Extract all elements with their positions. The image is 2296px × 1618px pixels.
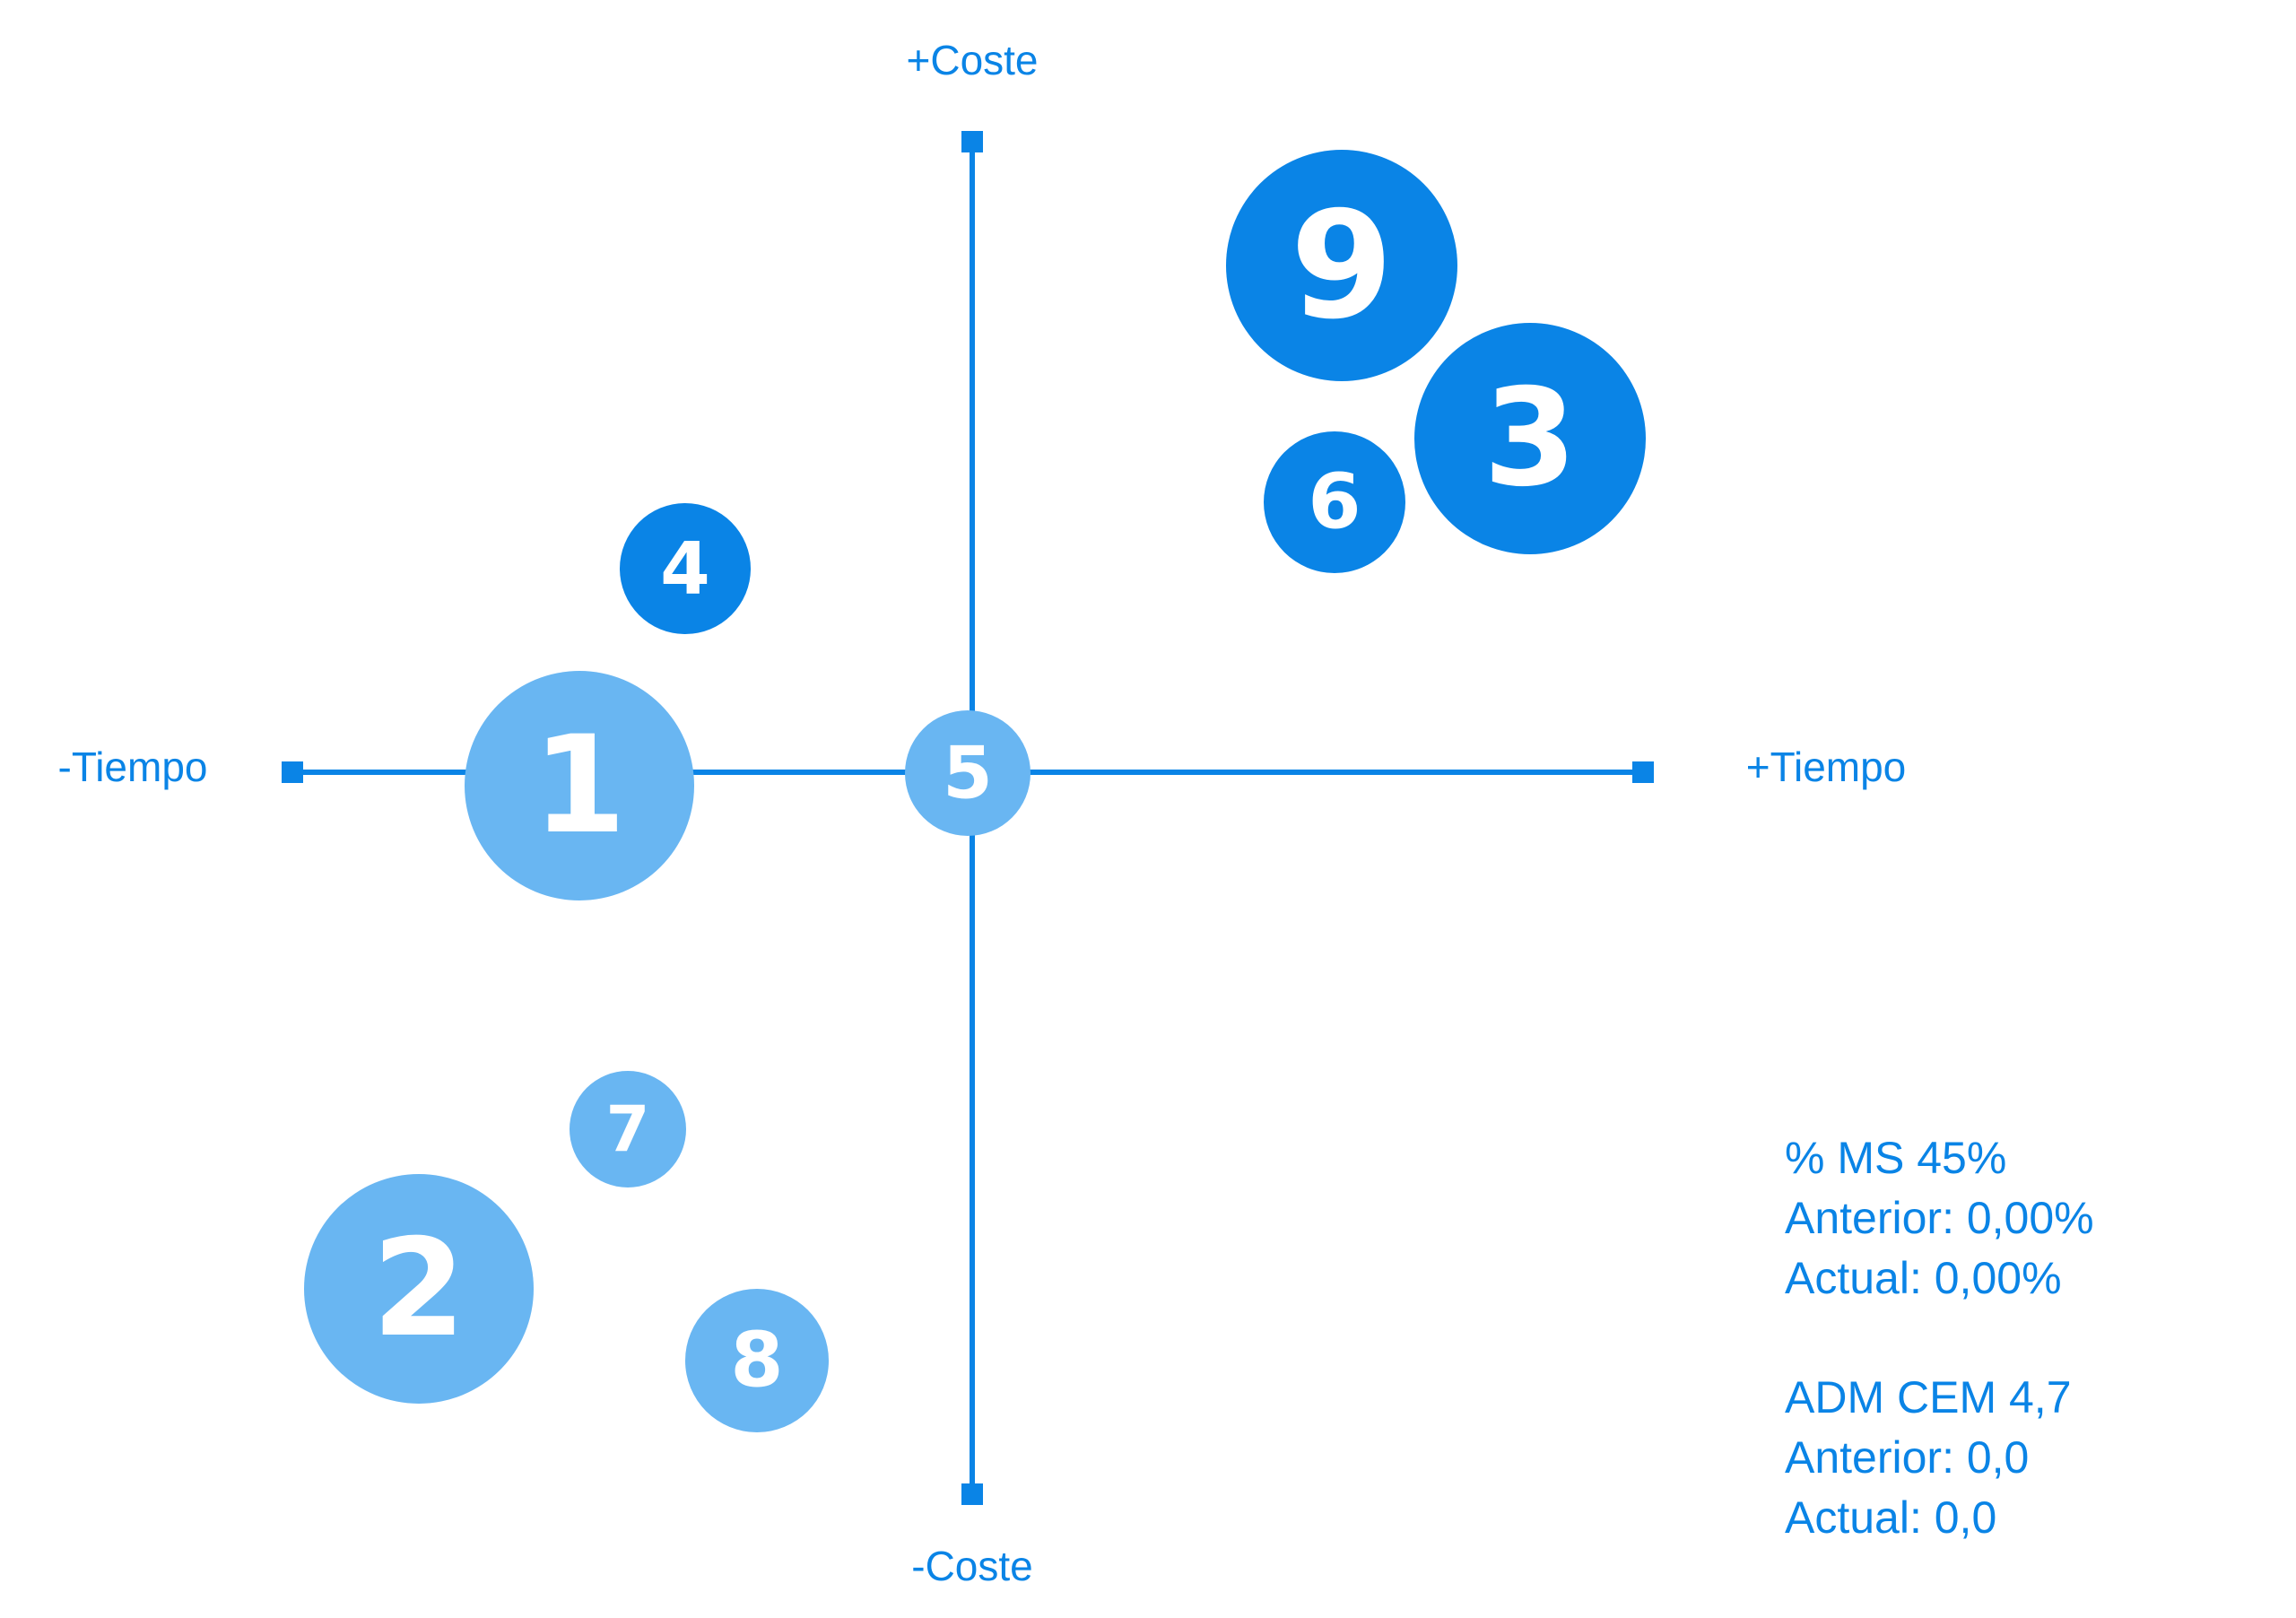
bubble-label-2: 2 <box>372 1211 465 1367</box>
axis-right-endpoint <box>1632 761 1654 783</box>
bubble-9 <box>1226 150 1457 381</box>
bubble-1 <box>465 671 694 900</box>
axis-label-bottom: -Coste <box>911 1543 1032 1589</box>
bubble-2 <box>304 1174 534 1404</box>
bubble-label-1: 1 <box>533 708 626 864</box>
info-ms-anterior: Anterior: 0,00% <box>1785 1193 2094 1243</box>
axis-bottom-endpoint <box>961 1483 983 1505</box>
bubble-label-3: 3 <box>1483 361 1577 517</box>
info-adm-actual: Actual: 0,0 <box>1785 1492 1997 1543</box>
info-adm-anterior: Anterior: 0,0 <box>1785 1432 2030 1483</box>
axis-label-top: +Coste <box>906 37 1038 83</box>
bubbles-group: 1 2 3 4 5 6 7 8 9 <box>304 150 1646 1432</box>
axis-label-left: -Tiempo <box>58 744 208 790</box>
bubble-label-7: 7 <box>606 1092 650 1166</box>
bubble-label-8: 8 <box>730 1317 783 1405</box>
bubble-8 <box>685 1289 829 1432</box>
axis-left-endpoint <box>282 761 303 783</box>
axis-label-right: +Tiempo <box>1746 744 1907 790</box>
info-ms-actual: Actual: 0,00% <box>1785 1253 2062 1303</box>
bubble-4 <box>620 503 751 634</box>
info-adm-block: ADM CEM 4,7 Anterior: 0,0 Actual: 0,0 <box>1785 1368 2072 1548</box>
info-ms-title: % MS 45% <box>1785 1133 2007 1183</box>
bubble-6 <box>1264 431 1405 573</box>
bubble-3 <box>1414 323 1646 554</box>
info-adm-title: ADM CEM 4,7 <box>1785 1372 2072 1422</box>
bubble-label-4: 4 <box>660 527 710 611</box>
axis-top-endpoint <box>961 131 983 152</box>
bubble-5 <box>905 710 1031 836</box>
bubble-label-9: 9 <box>1291 179 1394 352</box>
info-ms-block: % MS 45% Anterior: 0,00% Actual: 0,00% <box>1785 1128 2094 1309</box>
bubble-label-6: 6 <box>1308 458 1361 547</box>
bubble-7 <box>570 1071 686 1187</box>
bubble-label-5: 5 <box>943 732 993 815</box>
